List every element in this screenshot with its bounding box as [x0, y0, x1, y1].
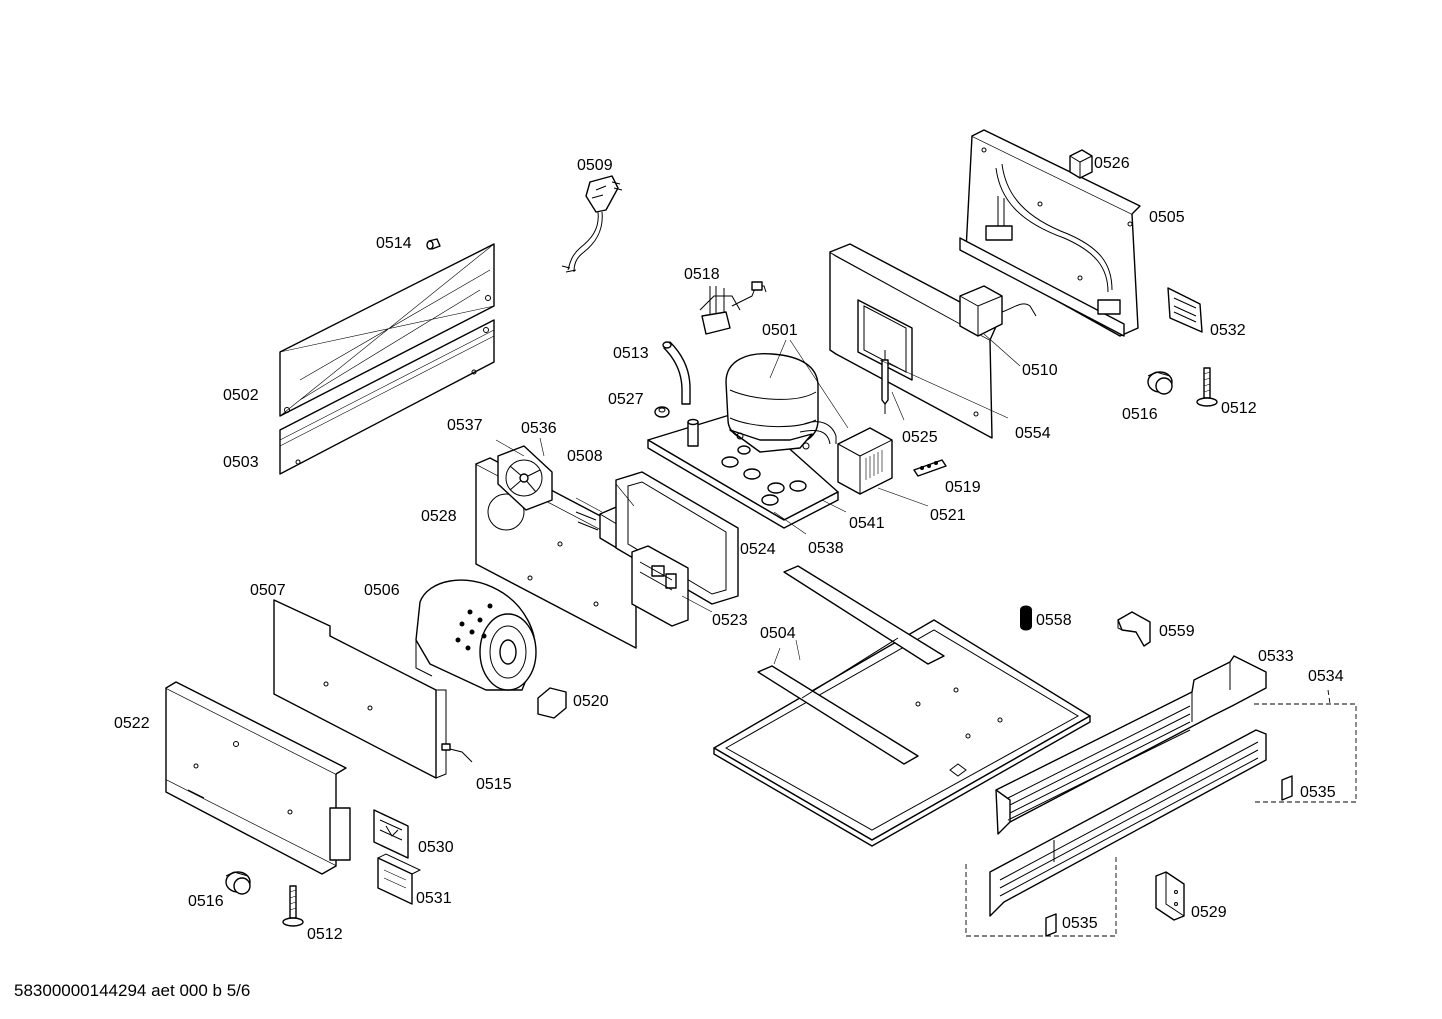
label-0537: 0537: [447, 417, 483, 434]
part-0533-front-grille: [995, 655, 1267, 835]
label-0535-left: 0535: [1062, 915, 1098, 932]
label-0541: 0541: [849, 515, 885, 532]
label-0505: 0505: [1149, 209, 1185, 226]
label-0535-right: 0535: [1300, 784, 1336, 801]
part-0536-fan: [497, 445, 553, 511]
part-0521-electrical-box: [837, 427, 893, 495]
label-0524: 0524: [740, 541, 776, 558]
label-0527: 0527: [608, 391, 644, 408]
label-0558: 0558: [1036, 612, 1072, 629]
part-0524-frame-gasket: [615, 471, 739, 605]
label-0512-lower: 0512: [307, 926, 343, 943]
label-0512-upper: 0512: [1221, 400, 1257, 417]
label-0533: 0533: [1258, 648, 1294, 665]
label-0531: 0531: [416, 890, 452, 907]
label-0530: 0530: [418, 839, 454, 856]
label-0525: 0525: [902, 429, 938, 446]
part-0518-relay: [699, 281, 767, 335]
label-0559: 0559: [1159, 623, 1195, 640]
part-0503-strip-panel: [279, 319, 495, 475]
label-0536: 0536: [521, 420, 557, 437]
label-0526: 0526: [1094, 155, 1130, 172]
part-0509-power-cord: [561, 175, 623, 273]
part-0514-fitting: [426, 238, 441, 250]
label-0529: 0529: [1191, 904, 1227, 921]
part-0515-wire: [441, 743, 473, 763]
label-0508: 0508: [567, 448, 603, 465]
label-0506: 0506: [364, 582, 400, 599]
label-0509: 0509: [577, 157, 613, 174]
label-0502: 0502: [223, 387, 259, 404]
label-0532: 0532: [1210, 322, 1246, 339]
part-0513-tube: [662, 341, 691, 405]
part-0516-caster-lower: [225, 871, 251, 895]
part-0527-grommet: [654, 406, 670, 418]
part-0520-disc-gasket: [537, 687, 567, 719]
label-0507: 0507: [250, 582, 286, 599]
part-0512-screw-lower: [282, 885, 304, 927]
label-0538: 0538: [808, 540, 844, 557]
part-0505-rear-panel: [959, 129, 1141, 337]
footer-document-code: 58300000144294 aet 000 b 5/6: [14, 981, 251, 1000]
part-0506-blower: [415, 579, 537, 691]
label-0528: 0528: [421, 508, 457, 525]
part-0532-bracket: [1167, 287, 1203, 333]
part-0523-control-board: [631, 545, 689, 627]
part-0522-side-panel: [165, 681, 351, 875]
part-0559-clip: [1117, 611, 1151, 647]
part-0526-switch: [1069, 149, 1093, 179]
part-0502-cover-panel: [279, 243, 495, 417]
label-0504: 0504: [760, 625, 796, 642]
label-0515: 0515: [476, 776, 512, 793]
part-0516-caster-upper: [1147, 371, 1173, 395]
label-0519: 0519: [945, 479, 981, 496]
part-0512-screw-upper: [1196, 367, 1218, 407]
label-0510: 0510: [1022, 362, 1058, 379]
part-labels: 0509 0514 0518 0501 0513 0526 0505 0532 …: [114, 155, 1344, 943]
part-0558-plug: [1020, 605, 1032, 631]
part-0510-transformer: [959, 285, 1037, 337]
part-0529-bracket: [1155, 871, 1185, 921]
label-0516-lower: 0516: [188, 893, 224, 910]
label-0523: 0523: [712, 612, 748, 629]
label-0514: 0514: [376, 235, 412, 252]
part-0535-clip-left: [1045, 913, 1057, 937]
part-0531-cover: [377, 853, 422, 905]
part-0525-sensor: [881, 350, 889, 414]
label-0503: 0503: [223, 454, 259, 471]
part-0535-clip-right: [1281, 775, 1293, 801]
label-0518: 0518: [684, 266, 720, 283]
label-0522: 0522: [114, 715, 150, 732]
label-0516-upper: 0516: [1122, 406, 1158, 423]
part-0530-bracket: [373, 809, 409, 859]
part-0507-divider-panel: [273, 599, 447, 779]
part-0504-base-tray: [713, 565, 1091, 847]
part-0519-terminal-strip: [913, 459, 947, 477]
leader-lines: [495, 333, 1021, 665]
label-0520: 0520: [573, 693, 609, 710]
label-0513: 0513: [613, 345, 649, 362]
label-0554: 0554: [1015, 425, 1051, 442]
part-0501-compressor: [725, 353, 837, 453]
label-0501: 0501: [762, 322, 798, 339]
part-0534-kick-plate: [965, 689, 1357, 937]
part-0538-base-plate: [647, 409, 839, 529]
part-0554-back-panel: [829, 243, 999, 439]
label-0521: 0521: [930, 507, 966, 524]
label-0534: 0534: [1308, 668, 1344, 685]
